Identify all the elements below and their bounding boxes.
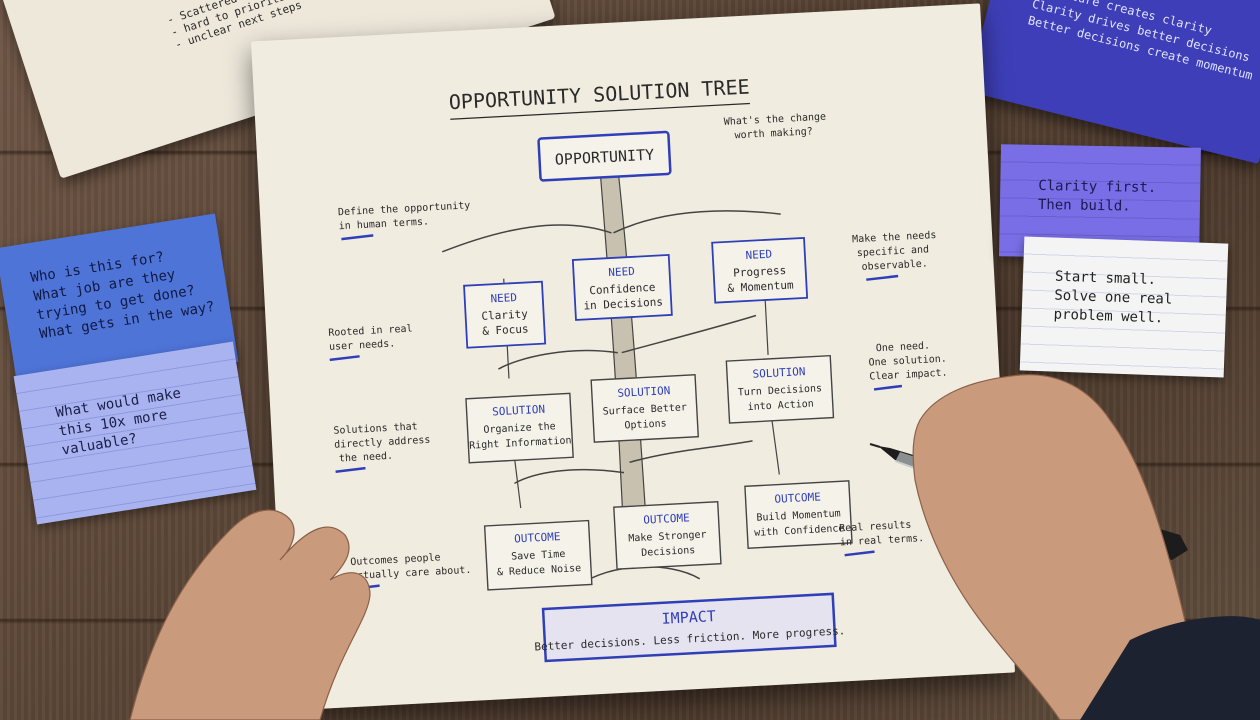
tree-branches	[441, 210, 781, 485]
outcome-label-save-2: & Reduce Noise	[497, 563, 582, 578]
note-change-2: worth making?	[734, 126, 813, 141]
blue-underlines	[329, 234, 903, 591]
need-label-clarity: Clarity	[481, 307, 528, 322]
need-tag: NEED	[745, 248, 772, 262]
outcome-label-make-2: Decisions	[641, 545, 696, 559]
outcome-label-build-2: with Confidence	[754, 523, 845, 539]
note-rooted-1: Rooted in real	[328, 324, 413, 339]
solution-label-organize-2: Right Information	[469, 435, 572, 451]
outcome-label-save: Save Time	[511, 549, 566, 563]
need-label-progress-2: & Momentum	[727, 278, 794, 294]
solution-tag: SOLUTION	[617, 384, 671, 400]
solution-nodes: SOLUTION Organize the Right Information …	[465, 354, 835, 464]
note-specific-1: Make the needs	[852, 230, 937, 245]
note-solutions-3: the need.	[339, 451, 394, 465]
note-rooted-2: user needs.	[329, 338, 396, 352]
left-hand-icon	[129, 509, 371, 720]
solution-label-turn-2: into Action	[747, 399, 814, 413]
right-hand-icon	[912, 374, 1260, 720]
solution-tag: SOLUTION	[492, 403, 546, 419]
note-outcomes-1: Outcomes people	[350, 552, 441, 568]
opportunity-node	[537, 130, 672, 182]
tree-diagram: OPPORTUNITY SOLUTION TREE	[328, 75, 948, 663]
note-change-1: What's the change	[724, 112, 827, 128]
outcome-label-build: Build Momentum	[756, 508, 841, 523]
note-real-1: Real results	[839, 520, 912, 535]
need-tag: NEED	[490, 291, 517, 305]
note-oneneed-2: One solution.	[868, 354, 947, 369]
note-oneneed-3: Clear impact.	[869, 368, 948, 383]
need-label-clarity-2: & Focus	[482, 322, 529, 337]
solution-label-turn: Turn Decisions	[738, 383, 823, 398]
impact-title: IMPACT	[661, 607, 716, 628]
note-specific-3: observable.	[861, 258, 928, 272]
need-label-confidence: Confidence	[589, 281, 656, 297]
solution-label-surface-2: Options	[624, 418, 667, 431]
need-tag: NEED	[608, 265, 635, 279]
outcome-tag: OUTCOME	[774, 490, 821, 505]
note-oneneed-1: One need.	[876, 340, 931, 354]
note-solutions-2: directly address	[334, 435, 431, 451]
opportunity-label: OPPORTUNITY	[554, 146, 654, 169]
solution-label-organize: Organize the	[483, 421, 556, 436]
margin-notes: What's the change worth making? Define t…	[328, 112, 948, 582]
solution-tag: SOLUTION	[752, 365, 806, 381]
note-specific-2: specific and	[857, 244, 930, 259]
need-label-progress: Progress	[733, 264, 787, 280]
outcome-tag: OUTCOME	[514, 530, 561, 545]
note-solutions-1: Solutions that	[333, 421, 418, 436]
outcome-label-make: Make Stronger	[628, 529, 707, 544]
need-nodes: NEED Clarity & Focus NEED Confidence in …	[463, 236, 809, 349]
solution-label-surface: Surface Better	[602, 402, 687, 417]
impact-node	[541, 592, 837, 663]
outcome-nodes: OUTCOME Save Time & Reduce Noise OUTCOME…	[483, 480, 853, 591]
tree-sheet: OPPORTUNITY SOLUTION TREE	[250, 3, 1016, 711]
outcome-tag: OUTCOME	[643, 511, 690, 526]
need-label-confidence-2: in Decisions	[583, 295, 663, 312]
note-real-2: in real terms.	[840, 533, 925, 548]
note-define-2: in human terms.	[338, 217, 429, 233]
